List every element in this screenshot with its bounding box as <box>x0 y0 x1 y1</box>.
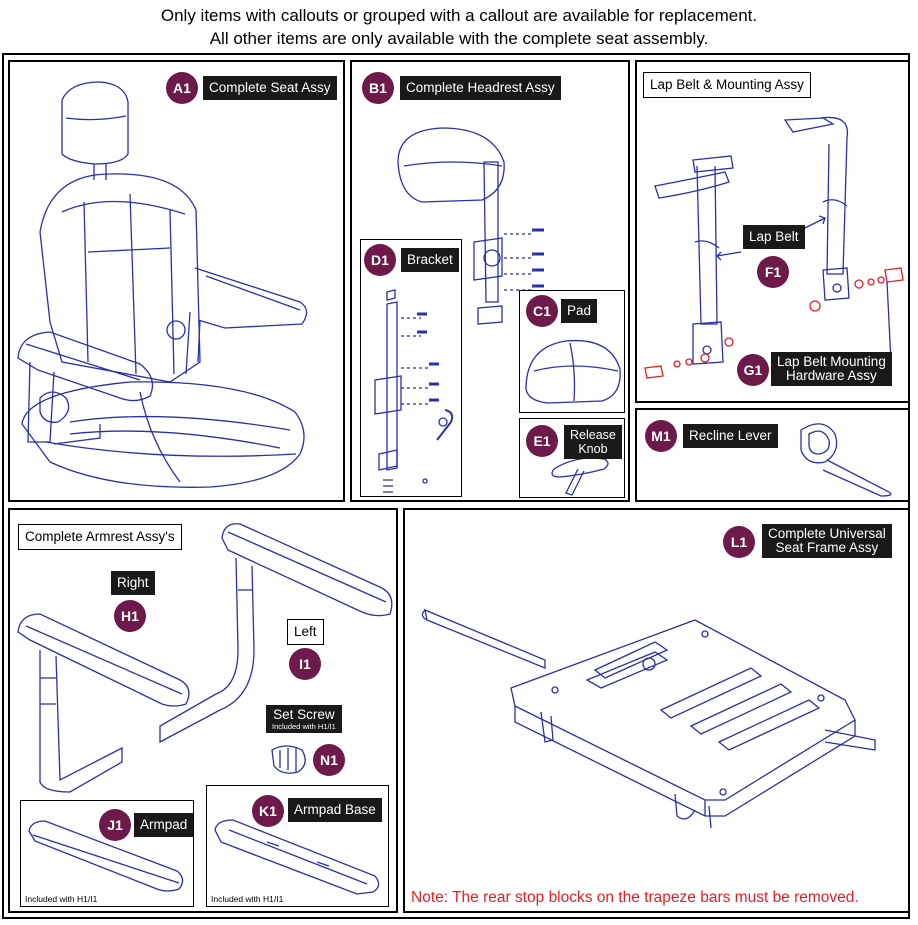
callout-label-n1-sub: Included with H1/I1 <box>272 722 336 731</box>
callout-label-n1-main: Set Screw <box>273 707 335 722</box>
callout-label-h1: Right <box>111 571 155 595</box>
subpanel-armpad-base: K1 Armpad Base Included with H1/I1 <box>206 785 389 907</box>
callout-label-b1: Complete Headrest Assy <box>400 76 561 100</box>
lap-belt-illustration <box>637 62 912 405</box>
callout-label-f1: Lap Belt <box>743 225 805 249</box>
armrests-illustration <box>10 510 400 915</box>
callout-badge-a1: A1 <box>166 72 198 104</box>
panel-seat-frame: L1 Complete Universal Seat Frame Assy No… <box>403 508 910 913</box>
callout-badge-b1: B1 <box>362 72 394 104</box>
subpanel-bracket: D1 Bracket <box>360 239 462 497</box>
callout-label-e1-line1: Release <box>570 428 616 442</box>
callout-badge-e1: E1 <box>526 425 558 457</box>
armrests-title: Complete Armrest Assy's <box>18 524 182 550</box>
subpanel-release-knob: E1 Release Knob <box>519 418 625 498</box>
headrest-illustration <box>352 62 632 504</box>
callout-label-d1: Bracket <box>401 248 459 272</box>
seat-assembly-illustration <box>10 62 347 504</box>
header-line-1: Only items with callouts or grouped with… <box>160 6 758 25</box>
bracket-illustration <box>361 240 463 498</box>
callout-label-m1: Recline Lever <box>683 424 778 448</box>
callout-badge-i1: I1 <box>289 648 321 680</box>
subpanel-pad: C1 Pad <box>519 290 625 413</box>
callout-badge-f1: F1 <box>757 256 789 288</box>
panel-recline-lever: M1 Recline Lever <box>635 408 910 502</box>
panel-armrests: Complete Armrest Assy's Right H1 Left I1… <box>8 508 398 913</box>
callout-label-k1: Armpad Base <box>288 798 382 822</box>
callout-label-i1: Left <box>287 619 324 645</box>
seat-frame-illustration <box>405 510 912 915</box>
frame-note: Note: The rear stop blocks on the trapez… <box>411 889 859 906</box>
armpad-footnote: Included with H1/I1 <box>25 894 98 904</box>
header-line-2: All other items are only available with … <box>209 29 709 48</box>
callout-label-c1: Pad <box>561 299 598 323</box>
callout-label-e1: Release Knob <box>564 425 622 459</box>
armpad-base-illustration <box>207 786 390 908</box>
recline-lever-illustration <box>637 410 912 504</box>
page-header: Only items with callouts or grouped with… <box>0 4 918 50</box>
callout-label-g1-line2: Hardware Assy <box>786 368 877 383</box>
armpad-illustration <box>21 801 195 908</box>
callout-label-n1: Set Screw Included with H1/I1 <box>266 705 342 733</box>
callout-badge-k1: K1 <box>252 795 284 827</box>
callout-badge-j1: J1 <box>99 809 131 841</box>
callout-label-l1: Complete Universal Seat Frame Assy <box>762 524 892 558</box>
callout-badge-m1: M1 <box>645 420 677 452</box>
panel-lap-belt: Lap Belt & Mounting Assy Lap Belt F1 G1 … <box>635 60 910 403</box>
callout-label-g1-line1: Lap Belt Mounting <box>777 354 886 369</box>
callout-label-l1-line1: Complete Universal <box>768 526 886 541</box>
callout-badge-g1: G1 <box>737 354 769 386</box>
callout-badge-h1: H1 <box>114 600 146 632</box>
subpanel-armpad: J1 Armpad Included with H1/I1 <box>20 800 194 907</box>
callout-label-j1: Armpad <box>134 813 194 837</box>
panel-complete-seat: A1 Complete Seat Assy <box>8 60 345 502</box>
callout-label-g1: Lap Belt Mounting Hardware Assy <box>771 352 892 386</box>
callout-label-e1-line2: Knob <box>578 442 608 456</box>
callout-badge-n1: N1 <box>313 744 345 776</box>
callout-label-l1-line2: Seat Frame Assy <box>775 540 879 555</box>
callout-badge-c1: C1 <box>526 295 558 327</box>
panel-headrest-assembly: B1 Complete Headrest Assy D1 Bracket C1 … <box>350 60 630 502</box>
callout-badge-l1: L1 <box>723 526 755 558</box>
callout-badge-d1: D1 <box>364 244 396 276</box>
lap-belt-title: Lap Belt & Mounting Assy <box>643 72 811 98</box>
pad-illustration <box>520 291 626 414</box>
armpad-base-footnote: Included with H1/I1 <box>211 894 284 904</box>
callout-label-a1: Complete Seat Assy <box>203 76 337 100</box>
